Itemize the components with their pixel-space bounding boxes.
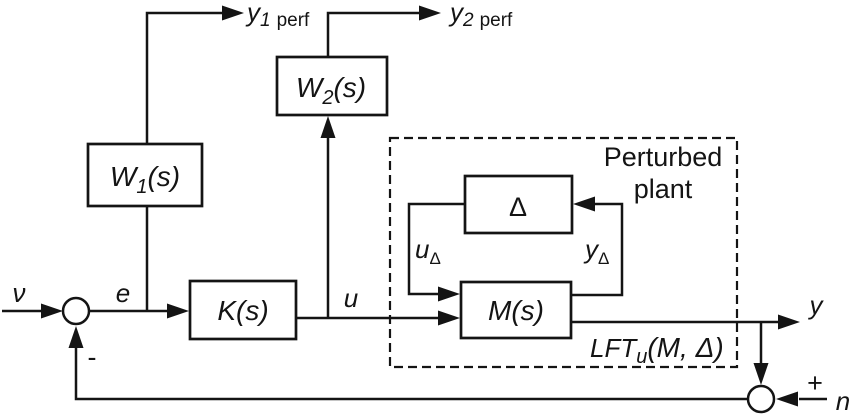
delta-block-label: Δ (509, 192, 527, 222)
arrow-u-into-w2 (320, 116, 336, 138)
arrow-y1perf (222, 5, 244, 21)
minus-sign-label: - (88, 342, 97, 372)
lft-sub: u (636, 346, 647, 368)
lft-annotation-label: LFTu(M, Δ) (590, 332, 724, 368)
w2-label-post: (s) (333, 72, 366, 103)
u-delta-signal-label: uΔ (415, 234, 441, 268)
y1perf-line (145, 11, 224, 144)
arrow-n-into-sum2 (776, 391, 798, 407)
arrow-y-into-sum2 (753, 363, 769, 385)
u-signal-label: u (344, 283, 358, 313)
arrow-u-into-m (438, 310, 460, 326)
summing-junction-right (746, 384, 776, 414)
nu-signal-label: ν (13, 278, 26, 308)
arrow-ydelta-into-delta (573, 196, 595, 212)
perturbed-plant-title-line2: plant (634, 174, 693, 204)
y1perf-sub: 1 (260, 10, 271, 31)
y2perf-sub: 2 (462, 10, 474, 31)
w1-label-sub: 1 (136, 176, 147, 198)
u-delta-main: u (415, 234, 429, 264)
arrow-e-into-k (167, 303, 189, 319)
arrow-feedback-into-sum1 (68, 326, 84, 348)
y1perf-main: y (245, 0, 262, 27)
perturbed-plant-title-line1: Perturbed (604, 142, 723, 172)
k-block-label: K(s) (217, 295, 268, 326)
e-signal-label: e (116, 278, 130, 308)
y1perf-tail: perf (277, 10, 310, 31)
y2perf-tail: perf (480, 10, 513, 31)
y-signal-label: y (808, 290, 825, 320)
w1-label-main: W (110, 161, 139, 192)
y-delta-sub: Δ (598, 249, 609, 268)
w1-block-label: W1(s) (110, 161, 180, 198)
y-delta-signal-label: yΔ (583, 234, 609, 268)
feedback-line (74, 347, 748, 401)
arrow-udelta-into-m (438, 286, 460, 302)
w2-label-sub: 2 (321, 87, 333, 109)
y-delta-line (571, 202, 624, 297)
delta-block (463, 174, 574, 235)
k-block (188, 279, 298, 341)
y2perf-main: y (448, 0, 465, 27)
y1perf-signal-label: y1 perf (245, 0, 310, 31)
lft-main: LFT (590, 333, 638, 363)
arrow-y-output (778, 314, 800, 330)
y-delta-main: y (583, 234, 600, 264)
perturbed-plant-dashed-box (388, 136, 739, 369)
w2-block (275, 55, 389, 117)
y2perf-line (326, 11, 421, 57)
w2-block-label: W2(s) (296, 72, 366, 109)
summing-junction-left (61, 296, 91, 326)
m-block-label: M(s) (488, 295, 544, 326)
n-signal-label: n (836, 386, 850, 416)
m-block (459, 280, 573, 340)
arrow-nu-into-sum (41, 303, 63, 319)
w2-label-main: W (296, 72, 325, 103)
y2perf-signal-label: y2 perf (448, 0, 513, 31)
w1-block (86, 142, 204, 208)
lft-tail: (M, Δ) (647, 332, 723, 363)
w1-label-post: (s) (147, 161, 180, 192)
plus-sign-label: + (807, 368, 823, 398)
arrow-y2perf (419, 5, 441, 21)
u-delta-sub: Δ (429, 249, 440, 268)
u-delta-line (407, 202, 465, 296)
